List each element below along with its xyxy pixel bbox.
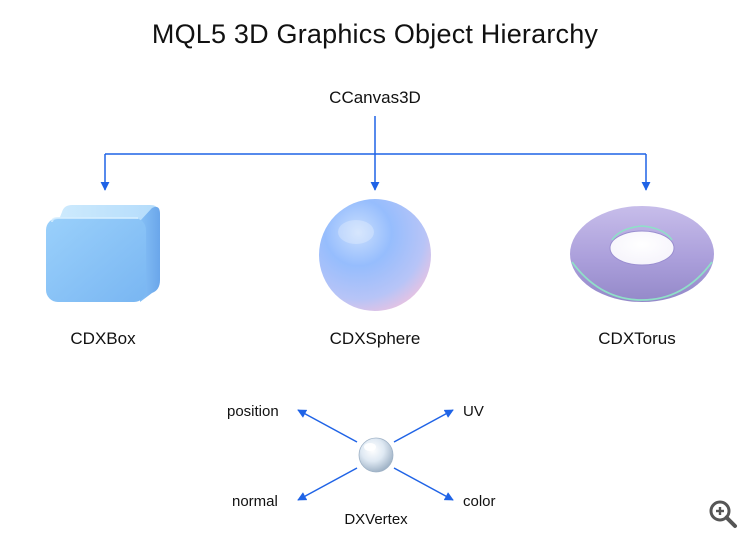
zoom-in-icon bbox=[709, 500, 737, 528]
vertex-attr-position: position bbox=[227, 403, 279, 420]
arrow-to-normal bbox=[297, 467, 358, 501]
torus-shape bbox=[570, 206, 714, 302]
arrow-to-color bbox=[393, 467, 454, 501]
arrow-to-position bbox=[297, 409, 358, 443]
vertex-attr-uv: UV bbox=[463, 403, 484, 420]
box-shape bbox=[46, 205, 160, 302]
vertex-connectors bbox=[297, 409, 454, 501]
arrow-to-uv bbox=[393, 409, 454, 443]
sphere-node-label: CDXSphere bbox=[329, 329, 421, 348]
vertex-attr-color: color bbox=[463, 493, 496, 510]
vertex-glass-sphere bbox=[358, 437, 394, 473]
page-title: MQL5 3D Graphics Object Hierarchy bbox=[151, 19, 599, 49]
torus-node-label: CDXTorus bbox=[598, 329, 676, 348]
hierarchy-connectors bbox=[100, 116, 651, 191]
sphere-shape bbox=[319, 199, 431, 311]
zoom-button[interactable] bbox=[707, 498, 739, 530]
root-node-label: CCanvas3D bbox=[329, 88, 421, 107]
box-node-label: CDXBox bbox=[70, 329, 136, 348]
vertex-label: DXVertex bbox=[344, 511, 408, 528]
vertex-attr-normal: normal bbox=[232, 493, 278, 510]
